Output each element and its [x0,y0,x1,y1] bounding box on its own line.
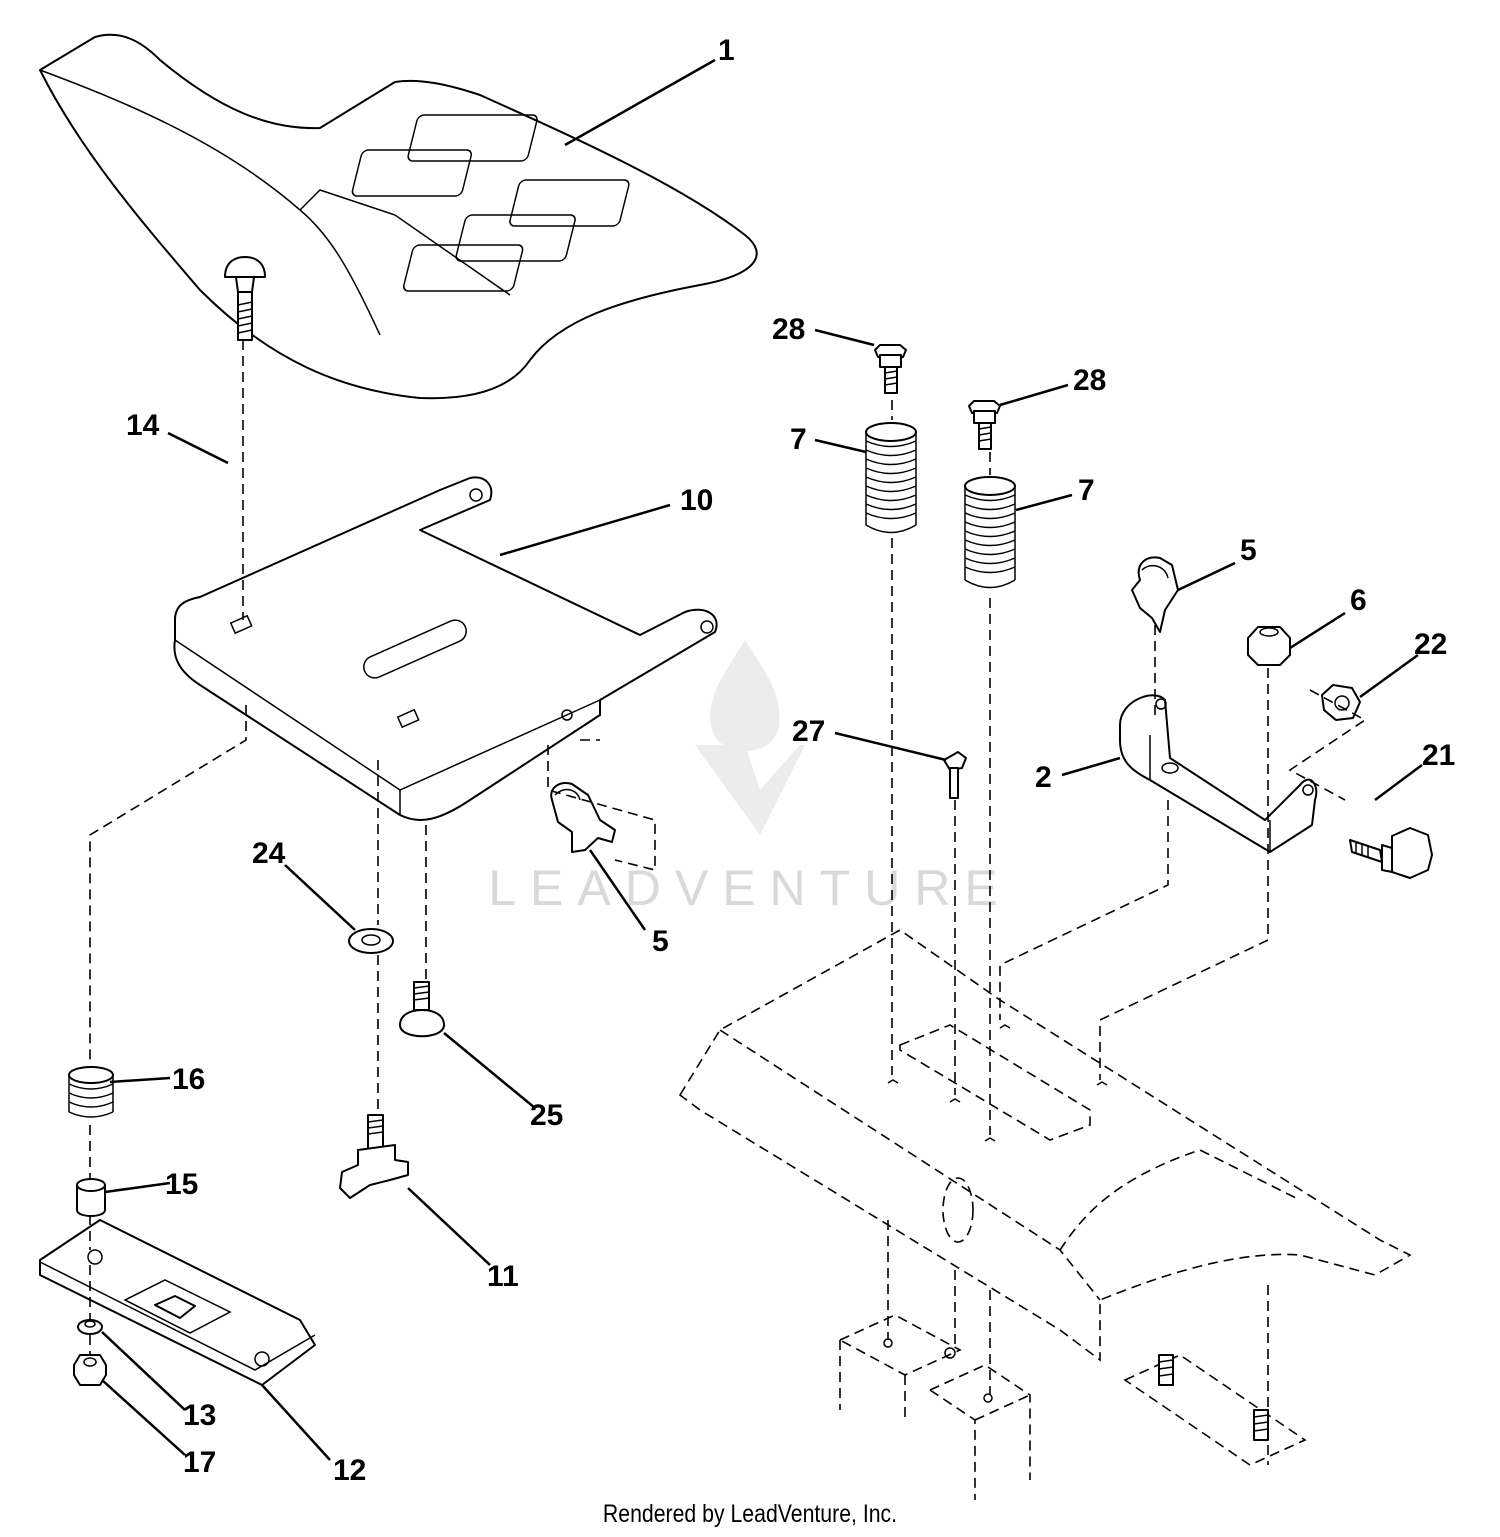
callout-7-left: 7 [790,423,807,456]
callout-labels: 1 14 10 28 28 7 7 5 6 22 27 2 21 24 5 16… [126,34,1455,1487]
shoulder-bolt [1349,827,1433,879]
assembly-lines [89,340,1367,1465]
callout-25: 25 [530,1099,563,1132]
callout-5-lower: 5 [652,925,669,958]
callout-6: 6 [1350,584,1367,617]
callout-1: 1 [718,34,735,67]
spacer [76,1178,106,1217]
frame-outline [678,929,1412,1500]
footer-credit: Rendered by LeadVenture, Inc. [602,1500,898,1528]
seat [39,33,758,400]
bracket [1119,694,1318,853]
callout-24: 24 [252,837,286,870]
callout-13: 13 [183,1399,216,1432]
callout-22: 22 [1414,628,1447,661]
callout-28-right: 28 [1073,364,1106,397]
callout-15: 15 [165,1168,198,1201]
spring-small [68,1066,114,1118]
callout-21: 21 [1422,739,1455,772]
flange-bolt-left [874,344,907,394]
callout-10: 10 [680,484,713,517]
seat-pan [173,476,718,821]
screw [943,751,967,799]
knob [339,1114,409,1199]
leader-lines [101,58,1423,1461]
parts-diagram: LEADVENTURE [39,33,1455,1500]
callout-7-right: 7 [1078,474,1095,507]
frame-studs [883,1338,1269,1441]
washer-nut [77,1319,103,1335]
callout-17: 17 [183,1446,216,1479]
hex-nut [1321,684,1361,721]
washer [348,928,394,954]
callout-12: 12 [333,1454,366,1487]
flange-bolt-right [968,400,1001,450]
mounting-plate [39,1219,316,1386]
watermark-text: LEADVENTURE [488,860,1012,916]
callout-14: 14 [126,409,160,442]
lock-nut [1247,626,1291,666]
seat-bolt [399,981,445,1038]
clip-lower [550,782,616,853]
callout-5-upper: 5 [1240,534,1257,567]
spring-right [964,476,1016,589]
callout-11: 11 [487,1260,519,1293]
callout-28-left: 28 [772,313,805,346]
spring-left [865,422,917,534]
callout-16: 16 [172,1063,205,1096]
callout-2: 2 [1035,761,1052,794]
callout-27: 27 [792,715,825,748]
flange-nut [73,1354,107,1386]
clip-upper [1131,556,1179,633]
watermark-logo [695,640,805,835]
carriage-bolt [224,256,266,341]
